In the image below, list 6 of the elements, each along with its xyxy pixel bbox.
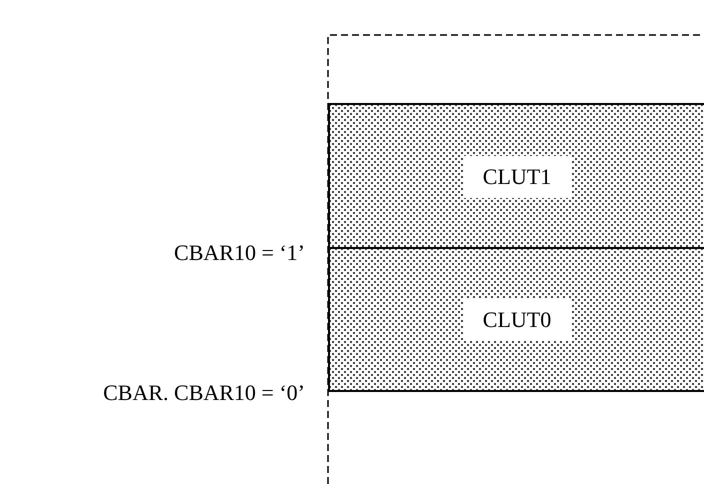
region-name: CLUT0 (462, 298, 572, 340)
boundary-label: CBAR. CBAR10 = ‘0’ (103, 380, 305, 406)
boundary-label: CBAR10 = ‘1’ (174, 240, 305, 266)
memory-region-band (328, 247, 704, 392)
memory-region-band (328, 103, 704, 248)
region-name: CLUT1 (462, 156, 572, 198)
